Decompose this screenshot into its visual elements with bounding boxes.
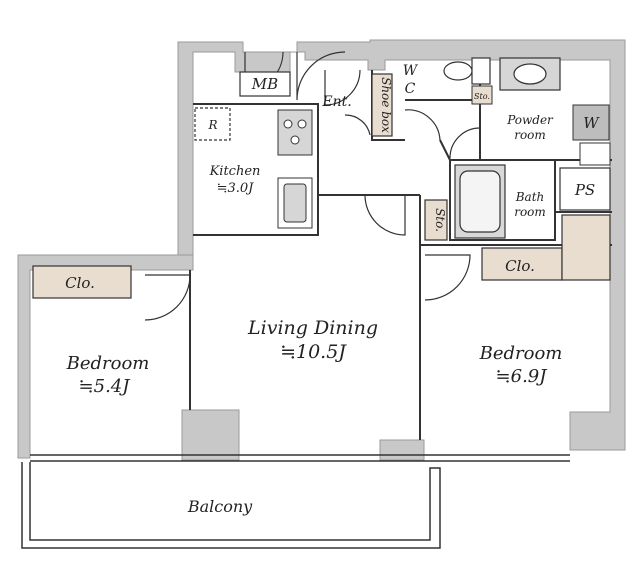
closet-left-label: Clo. [65,274,95,292]
entrance-label: Ent. [321,94,351,110]
pipe-space-label: PS [574,181,595,199]
fridge-label: R [207,118,217,132]
powder-room-label-2: room [514,128,546,142]
south-window [30,454,570,462]
balcony [21,462,441,549]
exterior-wall-left [17,254,194,459]
shoe-box-label: Shoe box [379,77,393,133]
bathtub-icon [454,164,506,239]
stove-icon [277,109,313,156]
powder-shelf [579,142,611,166]
fridge-icon [194,107,231,141]
closet-left [32,265,132,299]
kitchen-label: Kitchen [209,164,261,179]
closet-right-label: Clo. [505,257,535,275]
living-dining-label: Living Dining [247,317,378,339]
meter-box [239,71,291,97]
closet-right [481,247,563,281]
powder-room-label-1: Powder [506,113,554,127]
balcony-column-right [379,439,425,461]
bedroom-right-size: ≒6.9J [496,366,549,387]
basin-icon [499,57,561,91]
balcony-label: Balcony [187,497,253,516]
bedroom-right-label: Bedroom [479,343,563,364]
balcony-column-left [181,409,240,461]
wc-w-label: W [403,63,419,79]
washer-label: W [583,114,600,132]
washer-icon [572,104,610,141]
mb-label: MB [251,75,278,93]
closet-right-tall [561,214,611,281]
living-dining-size: ≒10.5J [280,341,347,363]
kitchen-size: ≒3.0J [217,181,255,196]
bath-room-label-2: room [514,205,546,219]
bath-room-label-1: Bath [515,190,545,204]
bedroom-left-size: ≒5.4J [79,376,132,397]
wc-storage [471,85,493,105]
toilet-icon [443,57,491,85]
hall-storage [424,199,448,241]
wc-c-label: C [405,81,416,97]
pipe-space [559,167,611,211]
hall-storage-label: Sto. [433,208,447,232]
bedroom-left-label: Bedroom [66,353,150,374]
shoe-box [371,73,393,137]
interior-walls [189,58,612,440]
exterior-wall [177,39,626,451]
wc-storage-label: Sto. [474,92,490,101]
sink-icon [277,177,313,229]
